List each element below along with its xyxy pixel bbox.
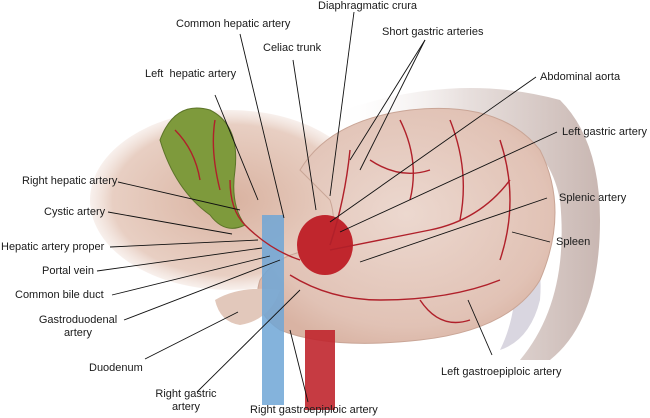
leader-lines — [96, 11, 558, 403]
label-right-gastroepiploic-artery: Right gastroepiploic artery — [250, 404, 378, 416]
label-splenic-artery: Splenic artery — [559, 192, 627, 204]
label-hepatic-artery-proper: Hepatic artery proper — [1, 241, 105, 253]
label-gastroduodenal-line1: Gastroduodenal — [38, 314, 118, 326]
label-right-gastric-line2: artery — [171, 401, 201, 413]
label-diaphragmatic-crura: Diaphragmatic crura — [318, 0, 418, 12]
label-common-bile-duct: Common bile duct — [15, 289, 104, 301]
portal-vein-shape — [262, 215, 284, 405]
label-left-gastric-artery: Left gastric artery — [562, 126, 647, 138]
label-gastroduodenal-artery: Gastroduodenal artery — [38, 314, 118, 340]
label-gastroduodenal-line2: artery — [63, 327, 93, 339]
label-left-hepatic-artery: Left hepatic artery — [145, 68, 237, 80]
label-left-gastroepiploic-artery: Left gastroepiploic artery — [441, 366, 562, 378]
aorta-shape — [305, 330, 335, 410]
celiac-region — [297, 215, 353, 275]
label-right-gastric-artery: Right gastric artery — [153, 388, 219, 414]
label-celiac-trunk: Celiac trunk — [263, 42, 322, 54]
label-duodenum: Duodenum — [89, 362, 143, 374]
label-short-gastric-arteries: Short gastric arteries — [382, 26, 484, 38]
label-abdominal-aorta: Abdominal aorta — [540, 71, 621, 83]
label-cystic-artery: Cystic artery — [44, 206, 106, 218]
label-right-gastric-line1: Right gastric — [155, 388, 217, 400]
artery-network — [174, 119, 511, 324]
diaphragm — [330, 88, 600, 360]
label-spleen: Spleen — [556, 236, 591, 248]
label-right-hepatic-artery: Right hepatic artery — [22, 175, 118, 187]
label-portal-vein: Portal vein — [42, 265, 94, 277]
gallbladder-shape — [159, 107, 246, 229]
label-common-hepatic-artery: Common hepatic artery — [176, 18, 291, 30]
